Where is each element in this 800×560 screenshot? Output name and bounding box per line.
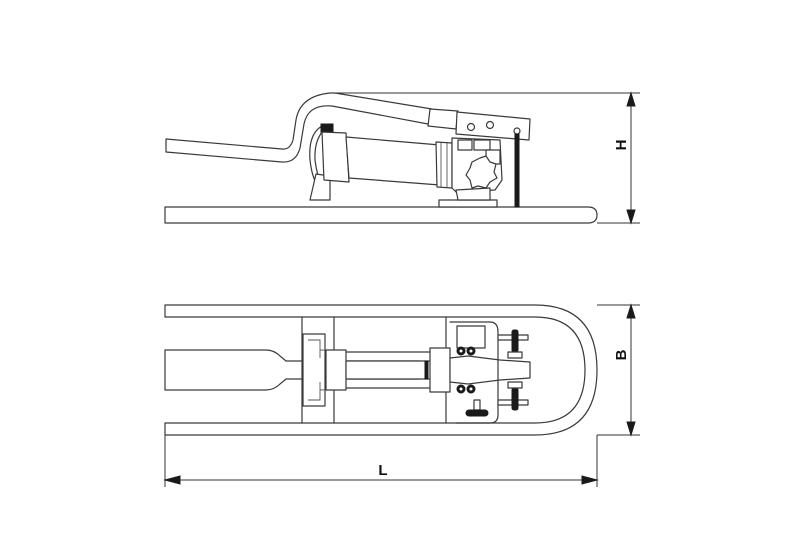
dimension-label-l: L	[378, 462, 387, 479]
pump-head-top	[429, 347, 451, 393]
head-bolt	[466, 122, 476, 132]
cylinder-top	[325, 349, 347, 391]
cylinder-body	[345, 136, 441, 186]
return-spring	[514, 133, 520, 208]
spring-top	[513, 127, 521, 135]
top-view: B L	[163, 303, 640, 487]
mounting-block	[438, 199, 498, 208]
dimension-label-b: B	[613, 349, 630, 360]
spring-top-a	[511, 329, 519, 353]
handle-top	[164, 349, 421, 391]
cylinder-collar	[435, 141, 453, 189]
end-flange	[302, 333, 326, 407]
release-knob-top	[465, 409, 489, 417]
black-cap	[320, 123, 334, 133]
handle-sleeve	[427, 108, 459, 130]
cylinder-end-cap	[321, 131, 350, 183]
spring-top-b	[511, 387, 519, 411]
dimension-label-h: H	[613, 140, 630, 151]
base-plate	[164, 206, 598, 224]
side-view: H	[164, 91, 640, 225]
outlet-block	[455, 187, 491, 201]
head-frame	[449, 321, 499, 424]
pump-handle	[165, 92, 433, 163]
head-bolt	[485, 120, 495, 130]
